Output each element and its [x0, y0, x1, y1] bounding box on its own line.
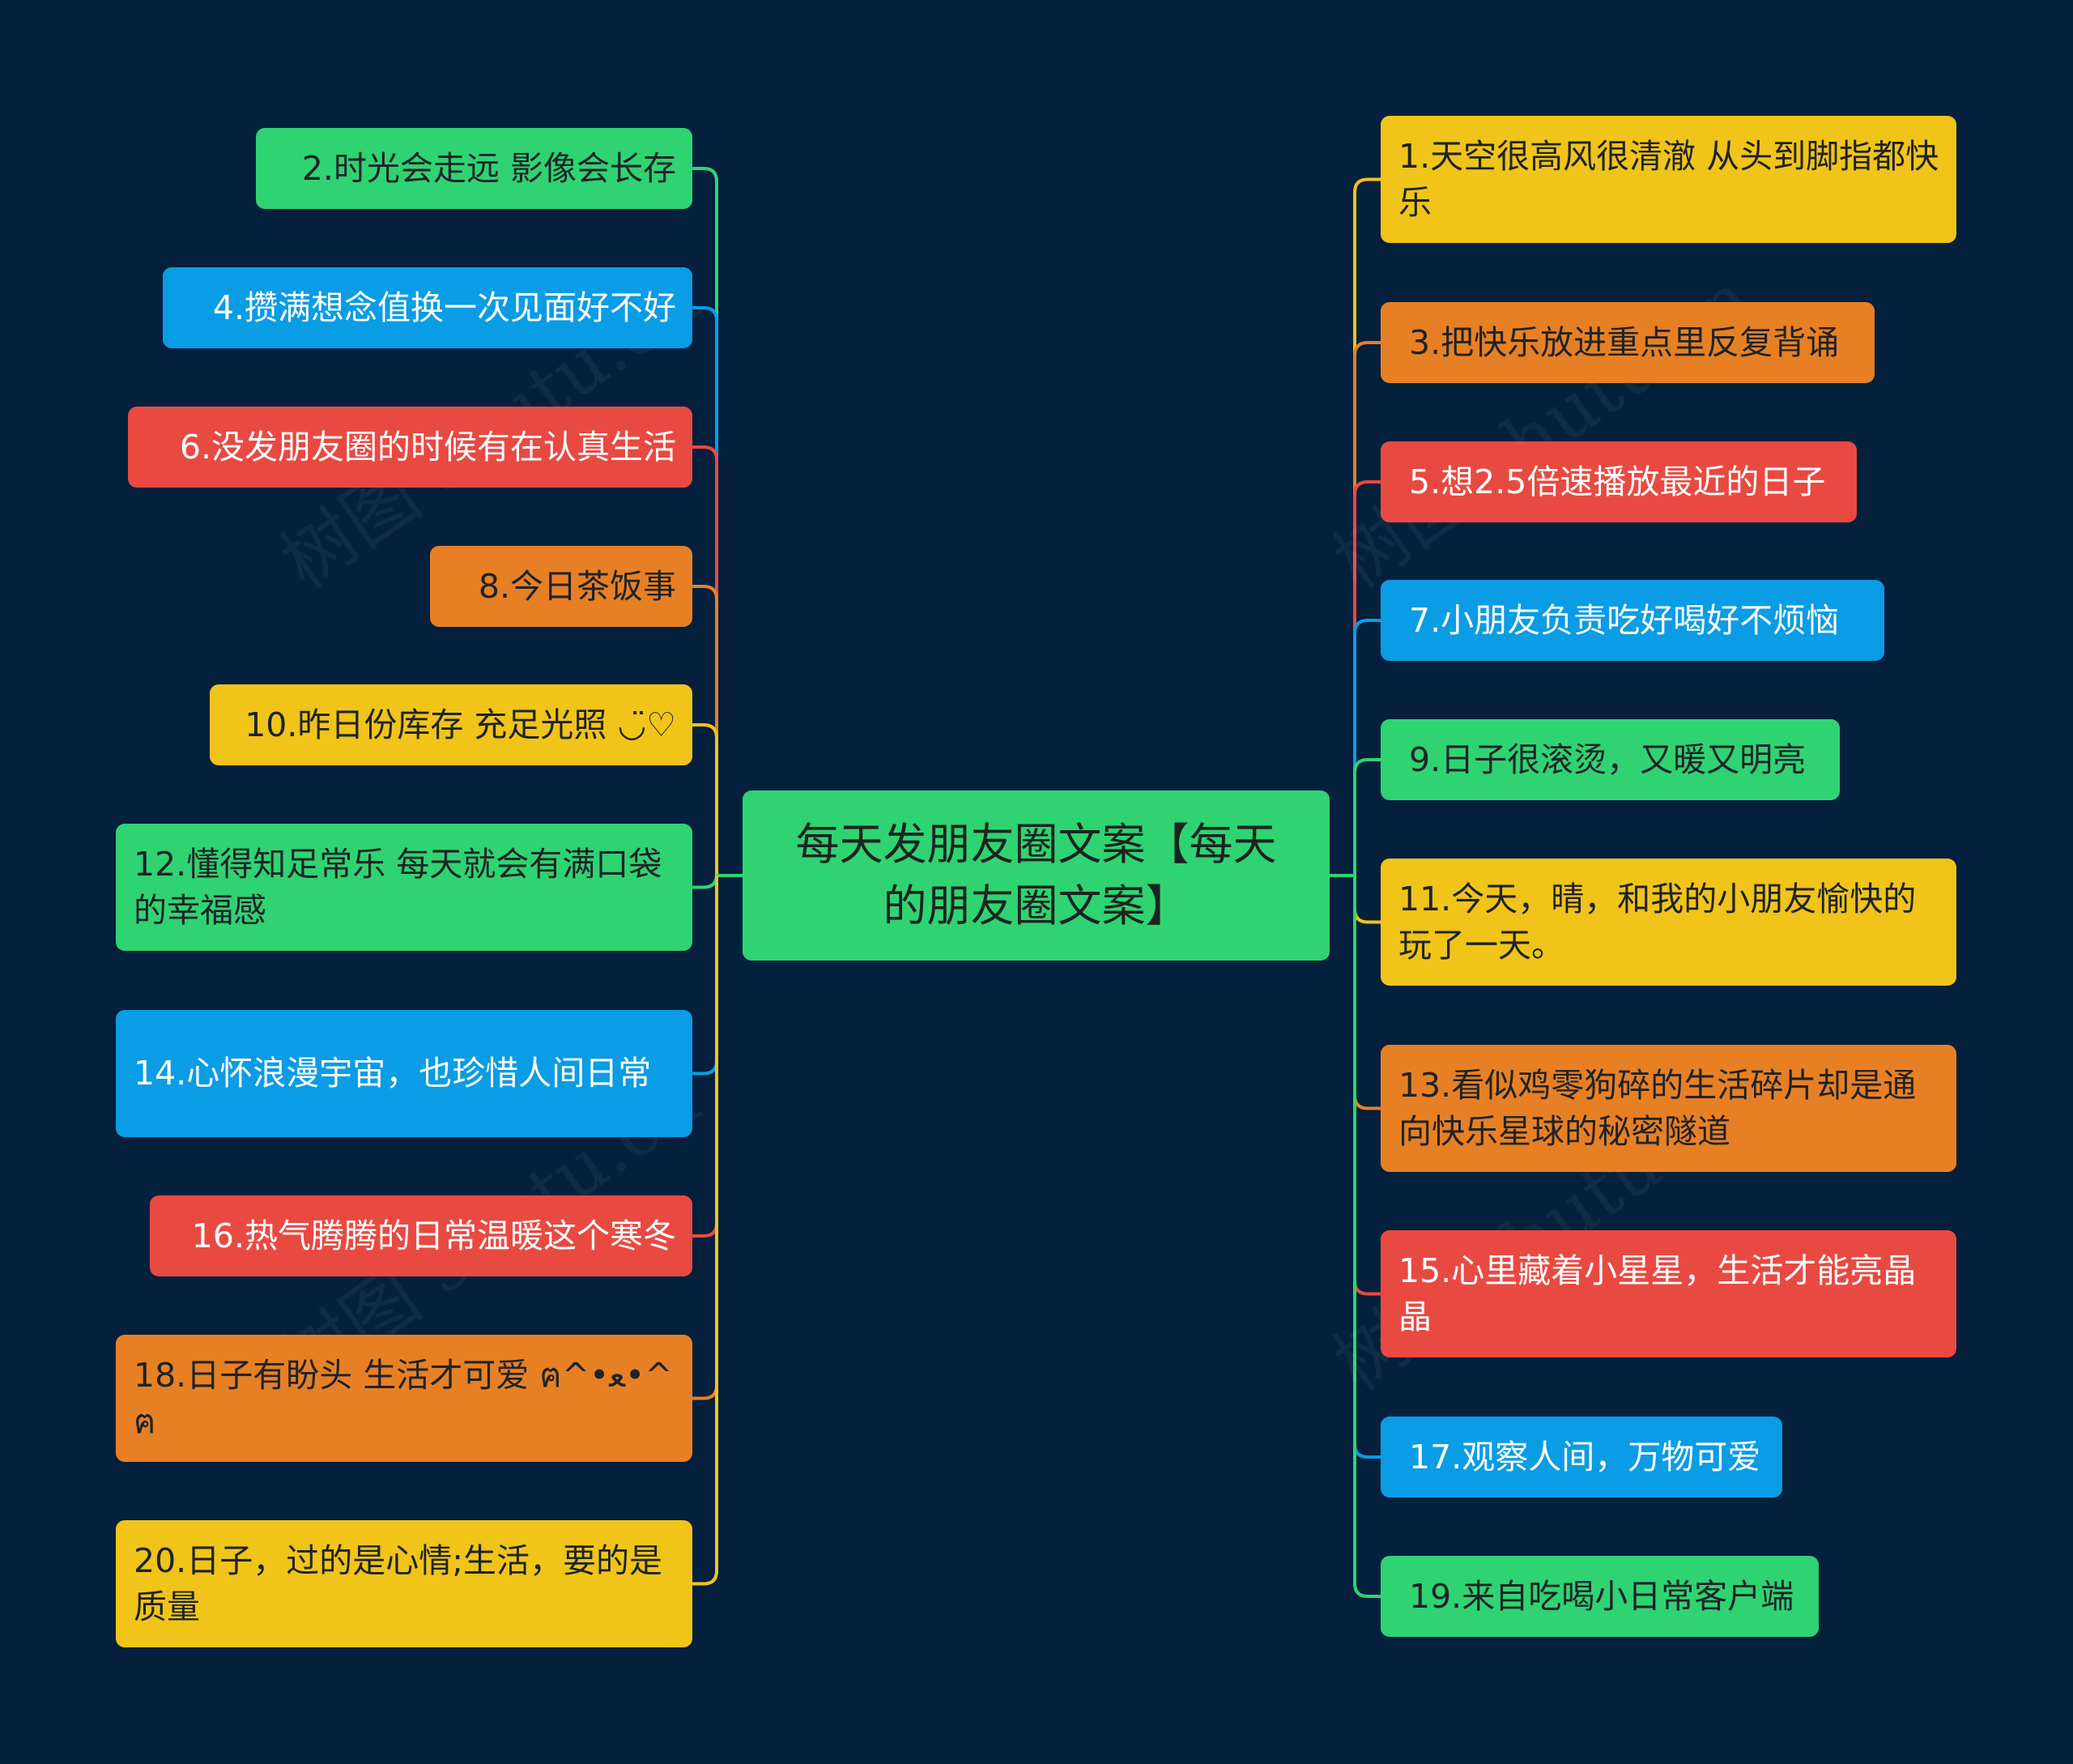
connector-left-4 [692, 585, 718, 876]
connector-left-5 [692, 723, 718, 876]
left-node-label: 14.心怀浪漫宇宙，也珍惜人间日常 [134, 1054, 652, 1093]
right-node-label: 11.今天，晴，和我的小朋友愉快的玩了一天。 [1398, 879, 1917, 965]
connector-left-6 [692, 874, 718, 889]
right-node-label: 17.观察人间，万物可爱 [1409, 1437, 1761, 1476]
left-node-5[interactable]: 10.昨日份库存 充足光照 ◡̈♡ [210, 684, 692, 765]
right-node-label: 9.日子很滚烫，又暖又明亮 [1409, 739, 1807, 779]
connector-left-3 [692, 445, 718, 876]
connector-right-7 [1353, 876, 1381, 1110]
left-node-4[interactable]: 8.今日茶饭事 [430, 546, 692, 627]
left-node-9[interactable]: 18.日子有盼头 生活才可爱 ฅ^•ﻌ•^ฅ [116, 1335, 692, 1462]
left-node-7[interactable]: 14.心怀浪漫宇宙，也珍惜人间日常 [116, 1010, 692, 1137]
right-node-label: 15.心里藏着小星星，生活才能亮晶晶 [1398, 1251, 1917, 1336]
connector-left-2 [692, 306, 718, 876]
connector-right-9 [1353, 876, 1381, 1459]
root-node-label: 每天发朋友圈文案【每天的朋友圈文案】 [795, 819, 1277, 931]
right-node-label: 13.看似鸡零狗碎的生活碎片却是通向快乐星球的秘密隧道 [1398, 1065, 1917, 1151]
left-node-label: 10.昨日份库存 充足光照 ◡̈♡ [245, 705, 676, 744]
connector-right-10 [1353, 876, 1381, 1598]
right-node-6[interactable]: 11.今天，晴，和我的小朋友愉快的玩了一天。 [1381, 859, 1956, 986]
right-node-2[interactable]: 3.把快乐放进重点里反复背诵 [1381, 302, 1875, 383]
connector-right-2 [1353, 341, 1381, 876]
left-node-8[interactable]: 16.热气腾腾的日常温暖这个寒冬 [150, 1195, 692, 1276]
right-node-7[interactable]: 13.看似鸡零狗碎的生活碎片却是通向快乐星球的秘密隧道 [1381, 1045, 1956, 1172]
connector-left-1 [692, 167, 718, 876]
left-node-label: 18.日子有盼头 生活才可爱 ฅ^•ﻌ•^ฅ [134, 1355, 673, 1441]
right-node-5[interactable]: 9.日子很滚烫，又暖又明亮 [1381, 719, 1840, 800]
left-node-1[interactable]: 2.时光会走远 影像会长存 [256, 128, 692, 209]
connector-left-9 [692, 876, 718, 1400]
right-node-label: 19.来自吃喝小日常客户端 [1409, 1576, 1794, 1616]
right-node-8[interactable]: 15.心里藏着小星星，生活才能亮晶晶 [1381, 1230, 1956, 1357]
left-node-label: 20.日子，过的是心情;生活，要的是质量 [134, 1540, 663, 1626]
right-node-4[interactable]: 7.小朋友负责吃好喝好不烦恼 [1381, 580, 1884, 661]
connector-right-4 [1353, 619, 1381, 876]
connector-right-6 [1353, 876, 1381, 924]
left-node-label: 8.今日茶饭事 [478, 566, 676, 606]
connector-left-7 [692, 876, 718, 1076]
connector-right-3 [1353, 480, 1381, 876]
left-node-label: 12.懂得知足常乐 每天就会有满口袋的幸福感 [134, 844, 662, 930]
connector-left-10 [692, 876, 718, 1586]
right-node-label: 1.天空很高风很清澈 从头到脚指都快乐 [1398, 136, 1939, 222]
right-node-1[interactable]: 1.天空很高风很清澈 从头到脚指都快乐 [1381, 116, 1956, 243]
connector-right-5 [1353, 758, 1381, 876]
left-node-2[interactable]: 4.攒满想念值换一次见面好不好 [163, 267, 692, 348]
left-node-label: 16.热气腾腾的日常温暖这个寒冬 [191, 1216, 676, 1255]
right-node-3[interactable]: 5.想2.5倍速播放最近的日子 [1381, 441, 1857, 522]
right-node-label: 7.小朋友负责吃好喝好不烦恼 [1409, 600, 1840, 640]
right-node-label: 3.把快乐放进重点里反复背诵 [1409, 322, 1840, 362]
right-node-9[interactable]: 17.观察人间，万物可爱 [1381, 1417, 1782, 1498]
left-node-6[interactable]: 12.懂得知足常乐 每天就会有满口袋的幸福感 [116, 824, 692, 951]
connector-left-8 [692, 876, 718, 1238]
left-node-10[interactable]: 20.日子，过的是心情;生活，要的是质量 [116, 1520, 692, 1647]
root-node[interactable]: 每天发朋友圈文案【每天的朋友圈文案】 [743, 790, 1330, 961]
right-node-label: 5.想2.5倍速播放最近的日子 [1409, 462, 1826, 501]
left-node-label: 2.时光会走远 影像会长存 [301, 148, 676, 188]
connector-right-1 [1353, 177, 1381, 876]
connector-right-8 [1353, 876, 1381, 1296]
left-node-label: 4.攒满想念值换一次见面好不好 [212, 288, 676, 327]
left-node-label: 6.没发朋友圈的时候有在认真生活 [179, 427, 676, 467]
left-node-3[interactable]: 6.没发朋友圈的时候有在认真生活 [128, 407, 692, 488]
right-node-10[interactable]: 19.来自吃喝小日常客户端 [1381, 1556, 1819, 1637]
